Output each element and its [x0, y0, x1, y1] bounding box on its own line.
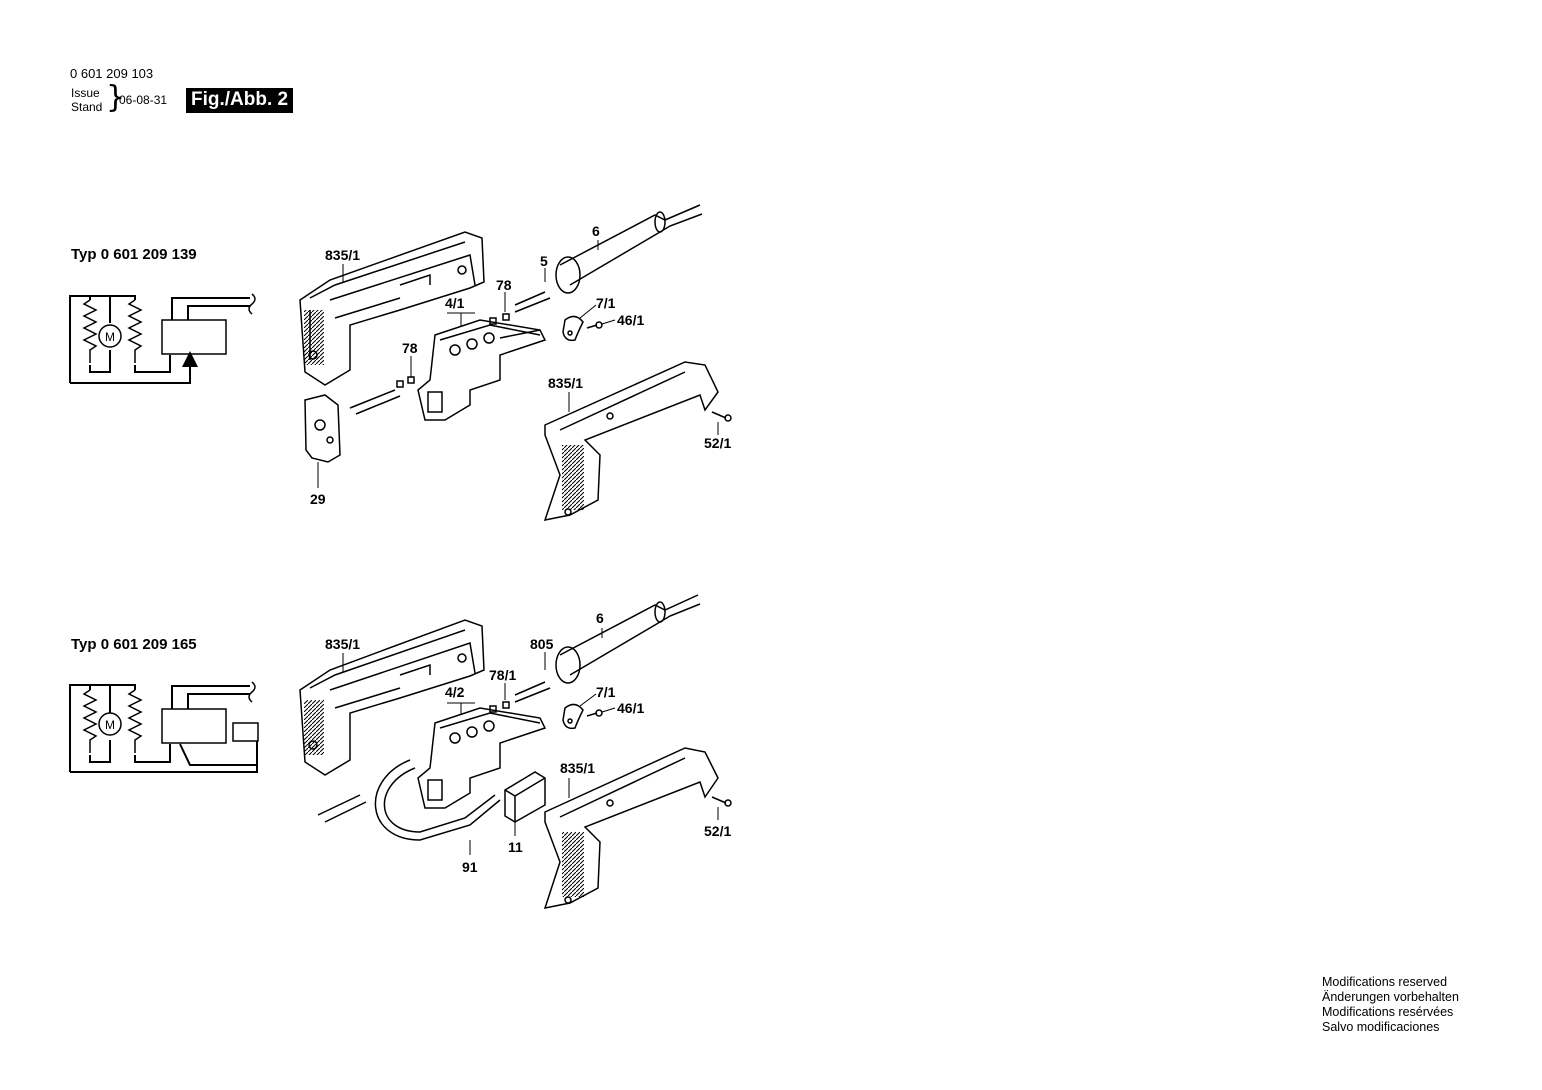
housing-half-lower-2 — [543, 747, 719, 909]
clip-plugs-2 — [317, 701, 510, 823]
power-cable-1 — [514, 204, 703, 313]
modifications-line-fr: Modifications resérvées — [1322, 1005, 1454, 1019]
circuit-schematic-1 — [69, 293, 256, 384]
callout-78-upper: 78 — [496, 277, 512, 293]
svg-text:M: M — [105, 718, 115, 732]
modifications-notice: Modifications reserved Änderungen vorbeh… — [1322, 975, 1459, 1035]
switch-2 — [417, 707, 547, 809]
motor-symbol-2: M — [98, 712, 122, 736]
clip-plugs-1 — [349, 313, 510, 415]
callout-78-lower: 78 — [402, 340, 418, 356]
callout-4-2: 4/2 — [445, 684, 465, 700]
type-label-1: Typ 0 601 209 139 — [71, 246, 197, 263]
callout-6-a: 6 — [592, 223, 600, 239]
callout-835-1-lower-a: 835/1 — [548, 375, 583, 391]
housing-half-lower-1 — [543, 361, 719, 521]
callout-11: 11 — [508, 839, 523, 855]
part-number: 0 601 209 103 — [70, 66, 154, 81]
callout-46-1-b: 46/1 — [617, 700, 644, 716]
callout-835-1-upper-a: 835/1 — [325, 247, 360, 263]
modifications-line-en: Modifications reserved — [1322, 975, 1448, 989]
resistor-right-2 — [127, 689, 143, 753]
power-cable-2 — [514, 594, 701, 703]
resistor-right-1 — [127, 299, 143, 363]
resistor-left-2 — [82, 689, 98, 753]
callout-4-1: 4/1 — [445, 295, 465, 311]
leader-lines-2 — [342, 628, 719, 855]
screw-1 — [586, 321, 603, 329]
circuit-schematic-2 — [69, 681, 259, 773]
cable-clamp-2 — [562, 703, 584, 730]
resistor-left-1 — [82, 299, 98, 363]
wire-2 — [374, 759, 501, 841]
modifications-line-es: Salvo modificaciones — [1322, 1020, 1440, 1034]
issue-label: Issue — [71, 86, 100, 100]
callout-52-1-b: 52/1 — [704, 823, 731, 839]
type-label-2: Typ 0 601 209 165 — [71, 636, 197, 653]
screw-bottom-2 — [711, 796, 732, 807]
callout-835-1-upper-b: 835/1 — [325, 636, 360, 652]
callout-6-b: 6 — [596, 610, 604, 626]
plate-1 — [304, 394, 341, 463]
switch-1 — [417, 319, 547, 421]
housing-half-upper-1 — [299, 231, 485, 386]
callout-805: 805 — [530, 636, 554, 652]
brace-symbol: } — [106, 80, 126, 115]
callout-7-1-b: 7/1 — [596, 684, 616, 700]
electronics-module-2 — [504, 771, 546, 823]
leader-lines-1 — [317, 240, 719, 488]
motor-symbol-1: M — [98, 324, 122, 348]
figure-badge: Fig./Abb. 2 — [186, 88, 294, 113]
callout-7-1-a: 7/1 — [596, 295, 616, 311]
issue-stand-label: Issue Stand — [71, 86, 102, 114]
callout-835-1-lower-b: 835/1 — [560, 760, 595, 776]
issue-date: 06-08-31 — [119, 93, 168, 107]
callout-52-1-a: 52/1 — [704, 435, 731, 451]
svg-text:M: M — [105, 330, 115, 344]
callout-5: 5 — [540, 253, 548, 269]
callout-91: 91 — [462, 859, 478, 875]
housing-half-upper-2 — [299, 619, 485, 776]
screw-bottom-1 — [711, 411, 732, 422]
callout-29: 29 — [310, 491, 326, 507]
stand-label: Stand — [71, 100, 103, 114]
screw-2 — [586, 709, 603, 717]
modifications-line-de: Änderungen vorbehalten — [1322, 990, 1459, 1004]
callout-46-1-a: 46/1 — [617, 312, 644, 328]
cable-clamp-1 — [562, 315, 584, 342]
callout-78-1: 78/1 — [489, 667, 516, 683]
